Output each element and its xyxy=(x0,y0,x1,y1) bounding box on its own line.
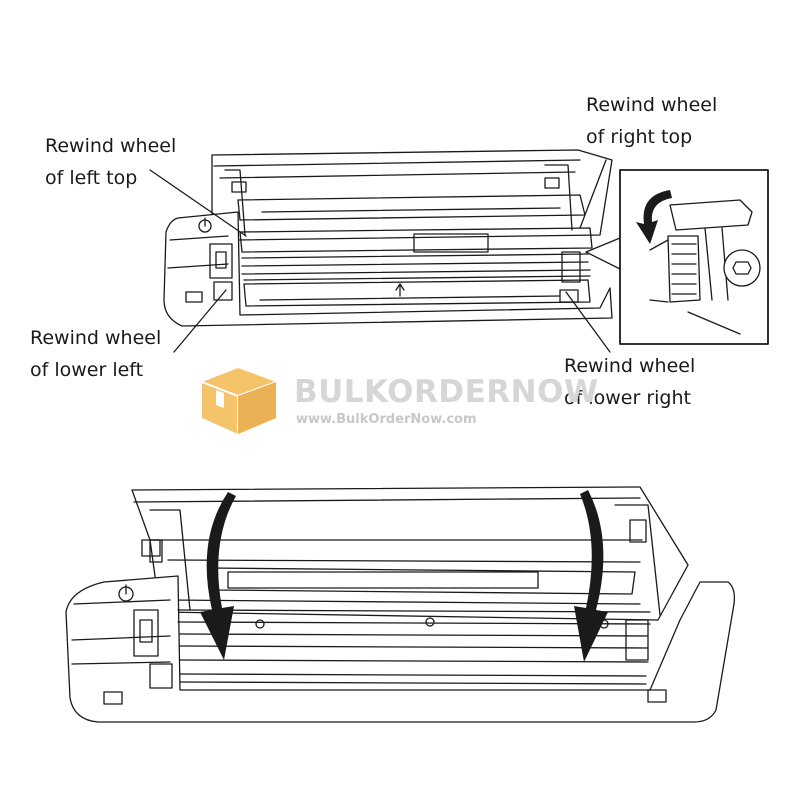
top-base xyxy=(163,211,613,327)
rotate-arrow-icon xyxy=(574,490,608,662)
box-logo-icon xyxy=(201,368,277,434)
watermark-name: BULKORDERNOW xyxy=(294,374,599,410)
callout-lower-right-line2: of lower right xyxy=(564,387,691,409)
top-printer xyxy=(163,149,613,327)
leader-lines xyxy=(149,159,623,353)
callout-lower-right: Rewind wheel of lower right xyxy=(564,350,695,414)
rotate-arrow-icon xyxy=(636,190,672,244)
callout-lower-left-line2: of lower left xyxy=(30,359,144,381)
watermark: BULKORDERNOW www.BulkOrderNow.com xyxy=(198,360,618,440)
watermark-url: www.BulkOrderNow.com xyxy=(296,412,477,427)
bottom-printer xyxy=(65,486,736,723)
inset-detail xyxy=(619,169,769,345)
closing-arrows xyxy=(200,490,608,662)
callout-lower-left-line1: Rewind wheel xyxy=(30,327,162,349)
callout-lower-right-line1: Rewind wheel xyxy=(564,355,696,377)
callout-right-top-line2: of right top xyxy=(586,126,693,148)
callout-lower-left: Rewind wheel of lower left xyxy=(30,322,161,386)
callout-right-top: Rewind wheel of right top xyxy=(586,89,717,153)
callout-left-top: Rewind wheel of left top xyxy=(45,130,176,194)
callout-left-top-line2: of left top xyxy=(45,167,138,189)
callout-right-top-line1: Rewind wheel xyxy=(586,94,718,116)
rotate-arrow-icon xyxy=(200,492,236,660)
callout-left-top-line1: Rewind wheel xyxy=(45,135,177,157)
